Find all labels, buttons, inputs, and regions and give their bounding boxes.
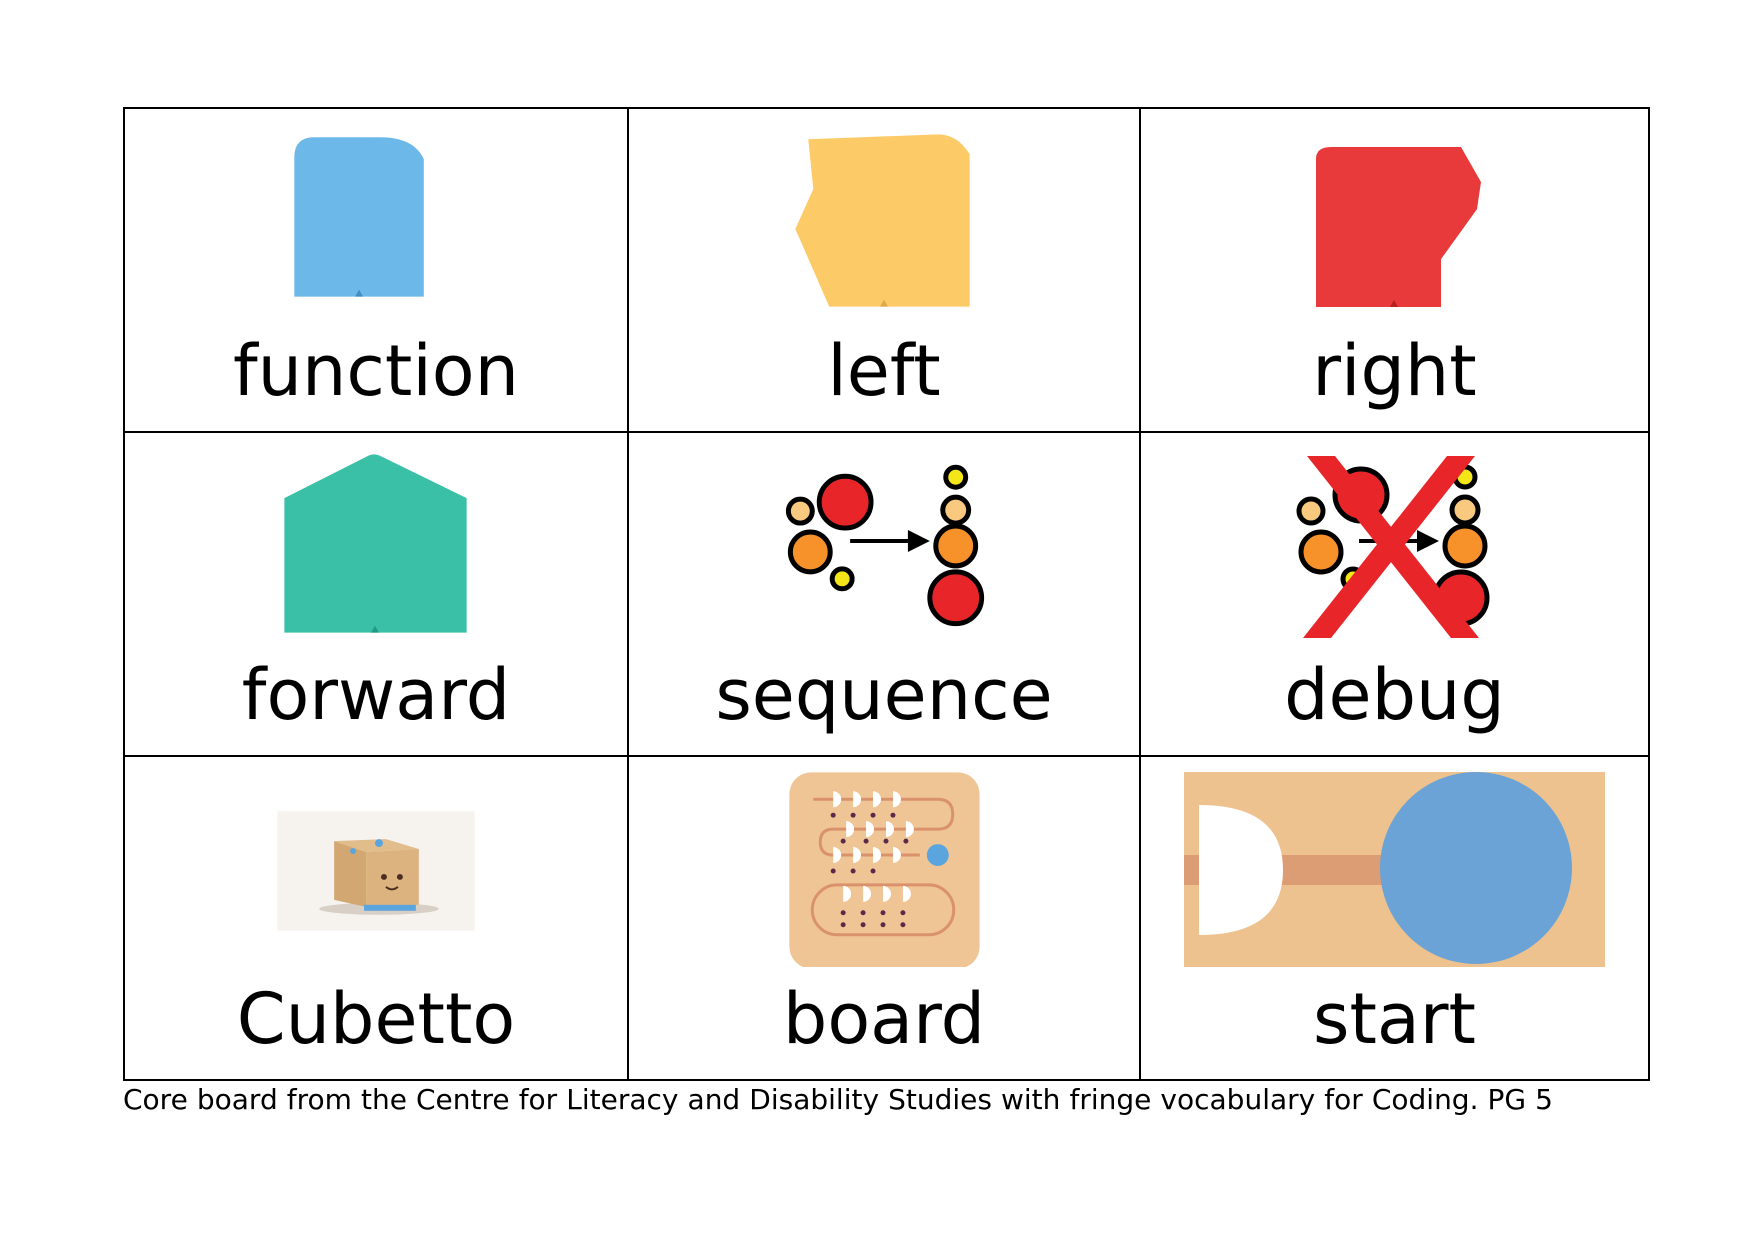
- cell-right: right: [1141, 109, 1648, 433]
- core-board-grid: function left right forward: [123, 107, 1650, 1081]
- cell-debug: debug: [1141, 433, 1648, 757]
- cell-label: forward: [241, 654, 511, 736]
- cell-forward: forward: [125, 433, 629, 757]
- cubetto-robot-icon: [125, 757, 627, 967]
- cell-board: board: [629, 757, 1141, 1079]
- cell-function: function: [125, 109, 629, 433]
- cell-left: left: [629, 109, 1141, 433]
- cell-label: sequence: [715, 654, 1053, 736]
- cell-cubetto: Cubetto: [125, 757, 629, 1079]
- page-caption: Core board from the Centre for Literacy …: [123, 1083, 1553, 1116]
- cell-label: right: [1312, 330, 1477, 412]
- start-icon: [1141, 757, 1648, 967]
- sequence-icon: [629, 433, 1139, 643]
- yellow-left-block-icon: [629, 109, 1139, 319]
- cell-label: Cubetto: [236, 978, 516, 1060]
- cell-label: start: [1312, 978, 1477, 1060]
- green-forward-block-icon: [125, 433, 627, 643]
- blue-function-block-icon: [125, 109, 627, 319]
- cell-start: start: [1141, 757, 1648, 1079]
- cell-label: board: [782, 978, 986, 1060]
- cell-sequence: sequence: [629, 433, 1141, 757]
- cell-label: function: [233, 330, 519, 412]
- cell-label: left: [827, 330, 941, 412]
- red-right-block-icon: [1141, 109, 1648, 319]
- coding-board-icon: [629, 757, 1139, 967]
- cell-label: debug: [1284, 654, 1505, 736]
- debug-icon: [1141, 433, 1648, 643]
